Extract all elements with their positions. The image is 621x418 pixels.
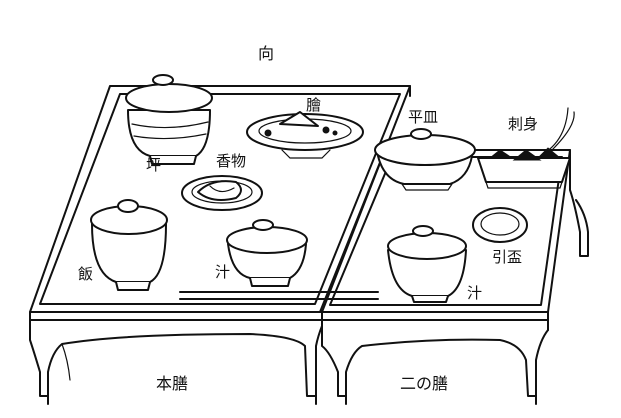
ninozen-legs <box>321 159 589 405</box>
tsubo-bowl <box>125 74 213 165</box>
hikisakazuki-cup <box>472 207 528 243</box>
sashimi-plate <box>477 107 575 189</box>
label-namasu: 膾 <box>306 96 322 114</box>
shiru-second-bowl <box>387 225 467 303</box>
label-meshi: 飯 <box>78 265 94 283</box>
hirasara-dish <box>374 128 476 191</box>
label-hirasara: 平皿 <box>408 108 439 126</box>
label-honzen: 本膳 <box>156 374 189 393</box>
meshi-bowl <box>90 199 168 291</box>
namasu-dish <box>246 111 364 159</box>
chopsticks <box>179 291 379 300</box>
konomono-dish <box>181 175 263 211</box>
shiru-main-bowl <box>226 219 308 287</box>
label-shiru-main: 汁 <box>215 263 231 281</box>
label-top: 向 <box>258 44 275 63</box>
label-ninozen: 二の膳 <box>400 374 449 393</box>
label-konomono: 香物 <box>216 152 247 170</box>
label-sashimi: 刺身 <box>508 115 539 133</box>
label-tsubo: 坪 <box>146 156 162 174</box>
honzen-legs <box>29 319 323 405</box>
label-shiru-second: 汁 <box>467 284 483 302</box>
label-hikisakazuki: 引盃 <box>492 248 523 266</box>
